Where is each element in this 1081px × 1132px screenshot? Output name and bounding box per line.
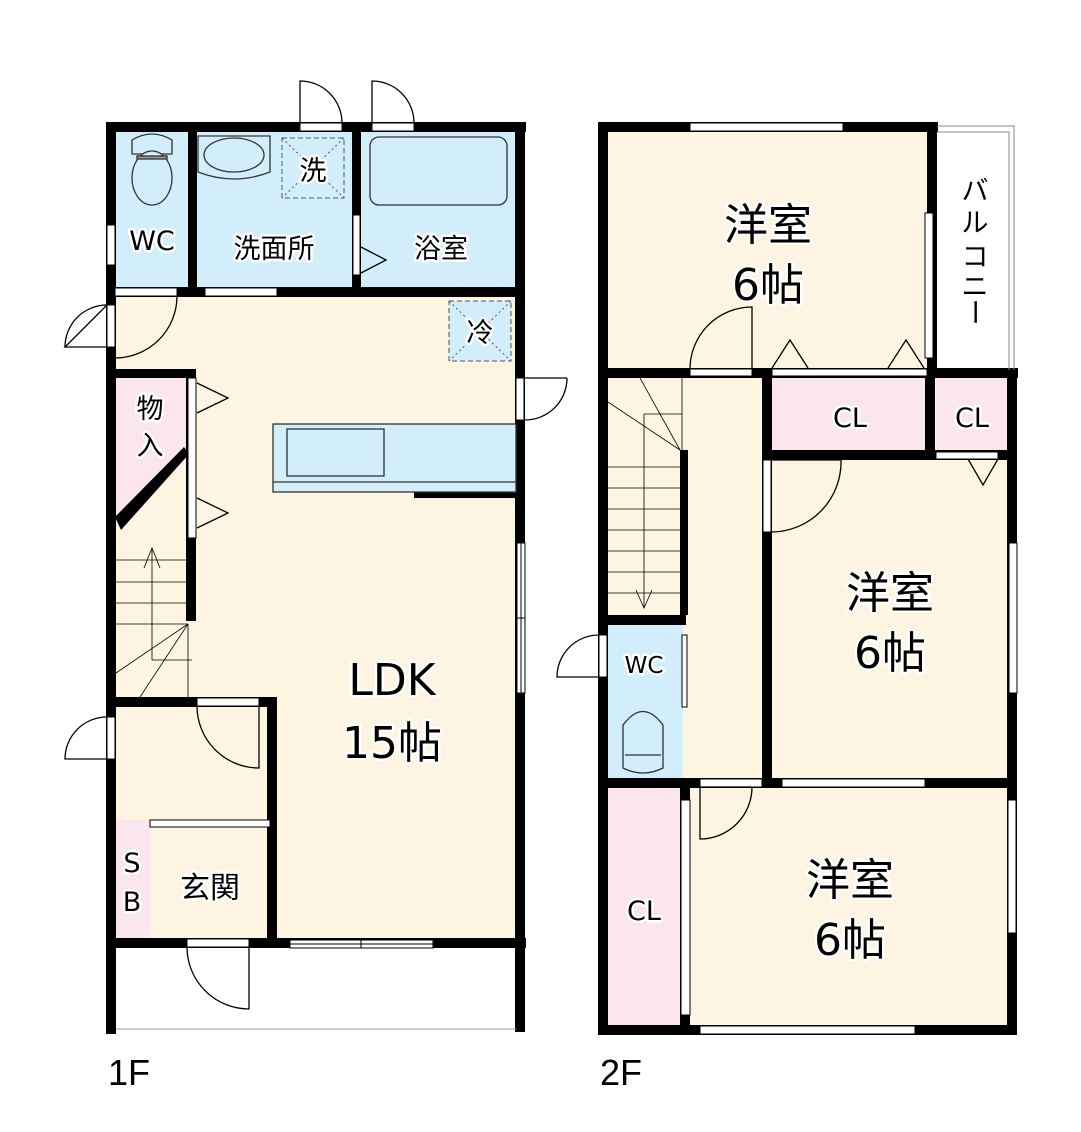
room-fill-cl-c <box>608 788 682 1026</box>
floor-label-2f: 2F <box>600 1052 642 1093</box>
openings-2f <box>598 122 1018 1035</box>
label-sb-1: S <box>123 848 140 879</box>
door-swings-2f <box>556 306 999 840</box>
floor-label-1f: 1F <box>108 1052 150 1093</box>
svg-text:ル: ル <box>962 208 989 239</box>
label-washer: 洗 <box>300 156 327 187</box>
label-balcony: バ ル コ ニ ー <box>956 174 992 329</box>
label-room-a: 洋室 <box>724 200 812 251</box>
label-room-b: 洋室 <box>846 568 934 619</box>
room-fill-shoebox <box>115 820 150 940</box>
label-cl-b: CL <box>955 403 989 434</box>
label-entrance: 玄関 <box>180 871 240 906</box>
room-fill-cl-b <box>936 378 1008 451</box>
svg-text:コ: コ <box>962 242 989 273</box>
stairs-2f <box>607 377 683 609</box>
floor-2f: 洋室 6帖 バ ル コ ニ ー CL CL 洋室 6帖 WC CL 洋室 6帖 … <box>556 122 1018 1093</box>
room-fill-cl-a <box>772 378 927 451</box>
label-storage-2: 入 <box>137 431 164 462</box>
label-bath: 浴室 <box>414 234 468 265</box>
label-cl-c: CL <box>627 896 661 927</box>
label-cl-a: CL <box>833 403 867 434</box>
label-ldk-size: 15帖 <box>342 718 442 769</box>
stairs-1f <box>115 546 192 698</box>
bathtub-icon <box>369 136 508 206</box>
label-sb-2: B <box>123 887 142 918</box>
kitchen-sink-icon <box>286 428 385 477</box>
label-room-b-size: 6帖 <box>854 628 926 679</box>
toilet-icon-2f <box>622 710 664 774</box>
label-room-c-size: 6帖 <box>814 915 886 966</box>
label-room-a-size: 6帖 <box>732 260 804 311</box>
svg-text:バ: バ <box>962 176 989 207</box>
door-swings-1f <box>63 80 568 1010</box>
label-fridge: 冷 <box>467 318 494 349</box>
toilet-icon <box>131 133 173 155</box>
label-washroom: 洗面所 <box>234 234 315 265</box>
label-wc-2f: WC <box>625 653 664 679</box>
label-room-c: 洋室 <box>806 855 894 906</box>
svg-text:ー: ー <box>958 299 989 326</box>
appliance-spaces <box>281 137 512 362</box>
label-storage-1: 物 <box>137 394 164 425</box>
label-wc-1f: WC <box>129 226 175 257</box>
room-fill-balcony <box>936 130 1014 370</box>
fixtures-1f <box>131 133 517 493</box>
toilet-bowl-icon <box>131 150 173 206</box>
floor-1f: WC 洗面所 浴室 洗 冷 物 入 LDK 15帖 S B 玄関 1F <box>63 80 568 1093</box>
svg-text:ニ: ニ <box>962 272 989 303</box>
label-ldk: LDK <box>348 655 436 706</box>
room-fill-storage <box>115 377 188 525</box>
